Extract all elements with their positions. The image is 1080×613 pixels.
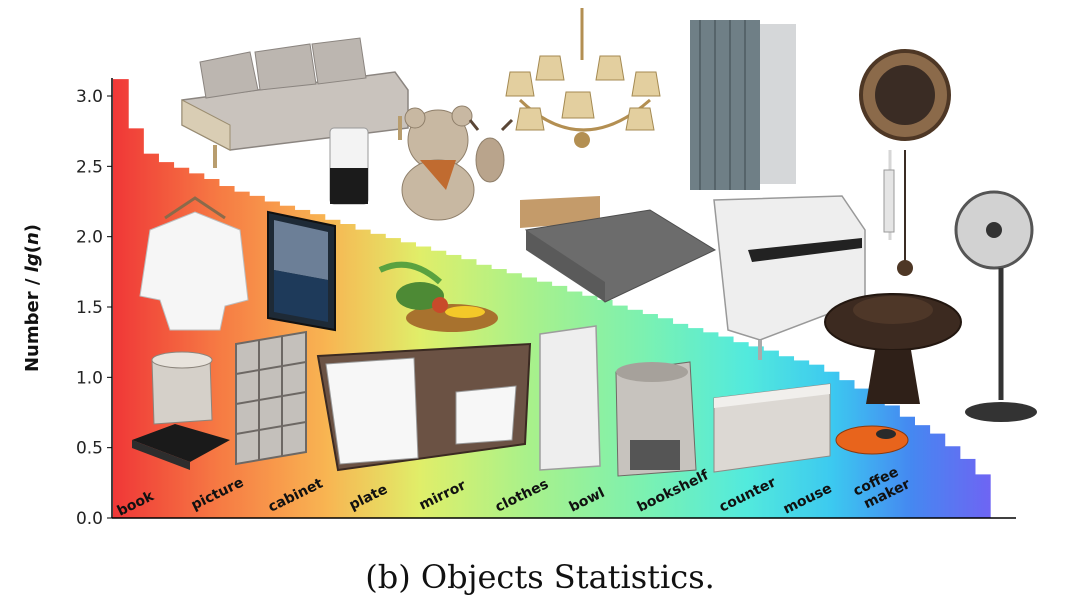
- fruit-bowl-icon: [378, 261, 498, 332]
- bed-icon: [520, 196, 717, 303]
- object-illustrations: [132, 8, 1037, 477]
- coffee-maker-icon: [615, 361, 697, 477]
- y-axis-label: Number / lg(n): [22, 224, 43, 372]
- book-icon: [132, 424, 230, 470]
- framed-picture-icon: [267, 210, 336, 332]
- round-table-icon: [824, 293, 962, 404]
- y-tick-label: 3.0: [76, 87, 103, 107]
- mouse-icon: [835, 425, 909, 455]
- y-tick-label: 2.0: [76, 228, 103, 248]
- wall-clock-icon: [859, 49, 951, 276]
- trash-can-icon: [329, 127, 369, 205]
- bar: [128, 128, 144, 518]
- bar: [914, 425, 931, 518]
- objects-statistics-chart: book picture cabinet plate mirror clothe…: [22, 8, 1037, 529]
- bowl-stack-icon: [151, 351, 213, 425]
- bar: [596, 299, 613, 518]
- bookshelf-icon: [235, 330, 307, 466]
- bar: [974, 474, 991, 518]
- y-tick-label: 0.5: [76, 439, 103, 459]
- y-tick-labels: 0.0 0.5 1.0 1.5 2.0 2.5 3.0: [76, 87, 112, 529]
- figure-caption: (b) Objects Statistics.: [365, 558, 715, 596]
- bar: [929, 433, 946, 518]
- clothes-hanger-icon: [139, 196, 249, 331]
- teddy-bear-icon: [401, 105, 514, 221]
- bar: [944, 446, 961, 518]
- y-tick-label: 1.0: [76, 368, 103, 388]
- y-tick-label: 2.5: [76, 157, 103, 177]
- counter-icon: [713, 383, 831, 473]
- bar: [521, 277, 537, 518]
- y-tick-label: 1.5: [76, 298, 103, 318]
- cabinet-icon: [316, 342, 532, 472]
- curtain-icon: [690, 20, 796, 190]
- bar: [113, 79, 129, 519]
- y-tick-label: 0.0: [76, 509, 103, 529]
- bar: [959, 458, 976, 518]
- axes: 0.0 0.5 1.0 1.5 2.0 2.5 3.0: [76, 78, 1016, 529]
- standing-fan-icon: [954, 190, 1037, 422]
- chandelier-icon: [505, 8, 661, 148]
- mirror-icon: [539, 325, 601, 471]
